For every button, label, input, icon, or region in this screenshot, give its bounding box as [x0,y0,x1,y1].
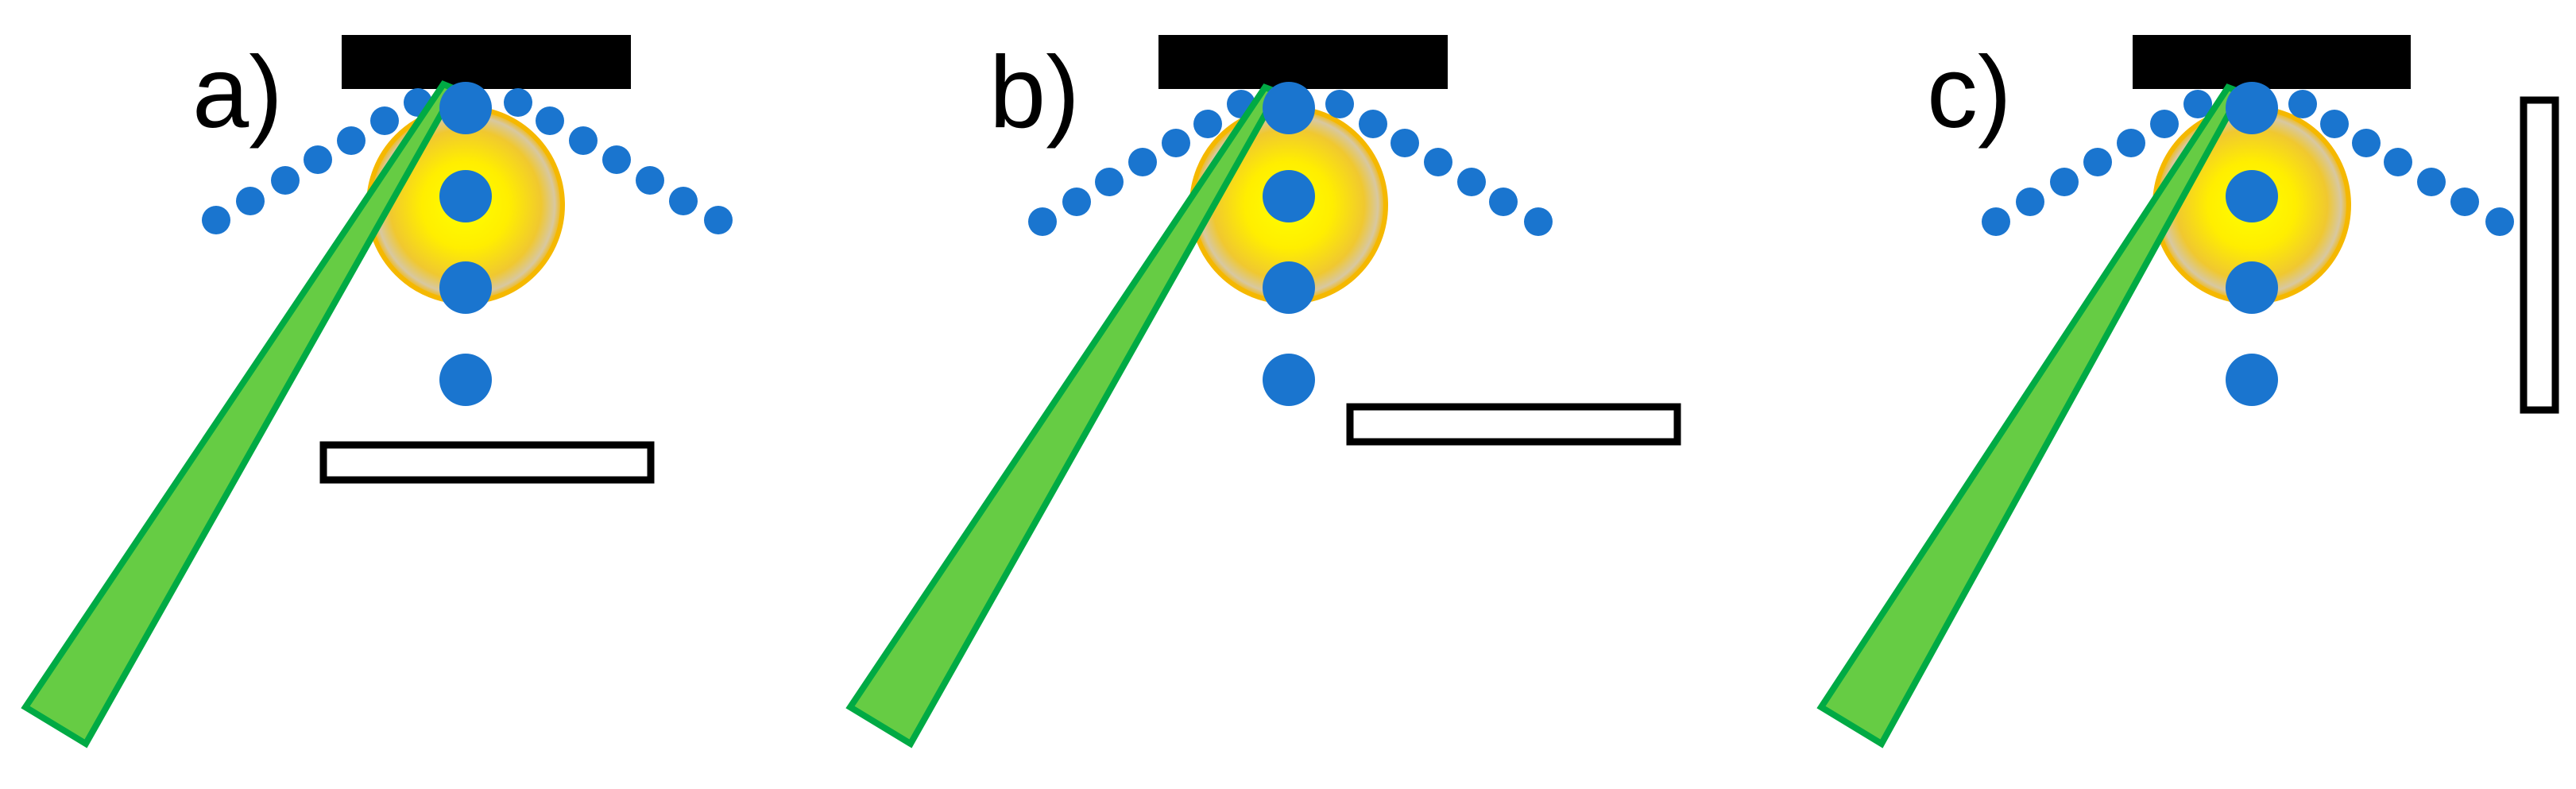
panel-b: b) [845,35,1681,748]
green-cone [845,83,1282,748]
top-bar [1158,35,1448,89]
panel-c: c) [1816,35,2559,748]
top-bar [2133,35,2411,89]
top-bar [342,35,631,89]
green-cone [21,80,460,748]
vertical-dots [2226,82,2278,406]
outline-box [1346,403,1681,446]
arc-dots [202,88,733,234]
arc-dots [1982,90,2514,236]
outline-box [319,441,655,484]
outline-box-vertical [2520,96,2559,414]
panel-label-a: a) [192,36,283,149]
panel-label-b: b) [989,36,1080,149]
green-cone [1816,83,2245,748]
panel-label-c: c) [1927,36,2012,149]
panel-a: a) [21,35,733,748]
vertical-dots [439,82,492,406]
vertical-dots [1263,82,1315,406]
arc-dots [1028,90,1553,236]
